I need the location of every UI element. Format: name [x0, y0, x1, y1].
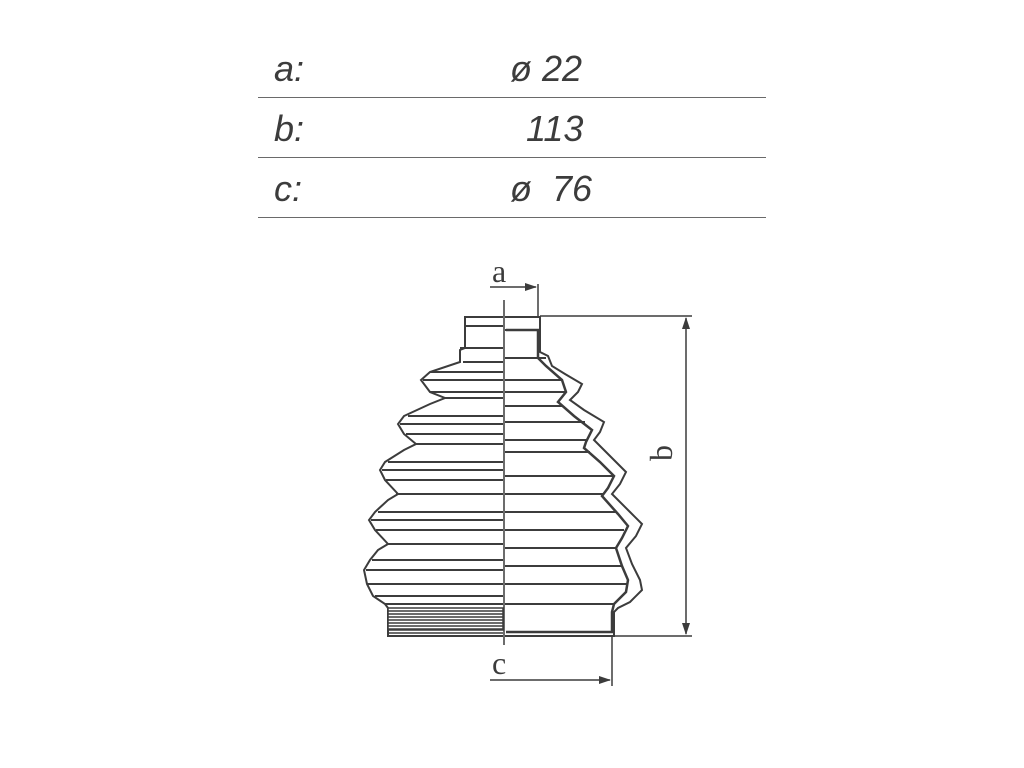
- spec-value-a: ø 22: [510, 48, 583, 89]
- dimension-a: [490, 283, 539, 318]
- dimension-a-label: a: [492, 253, 506, 289]
- dimension-c-label: c: [492, 645, 506, 681]
- dimension-c: [490, 636, 613, 686]
- boot-left-clamp-band: [387, 607, 504, 634]
- spec-value-c: ø 76: [510, 168, 593, 209]
- dimension-b: [540, 315, 692, 637]
- boot-right-half: [505, 316, 644, 637]
- spec-row-a: a: ø 22: [258, 38, 766, 98]
- spec-row-c: c: ø 76: [258, 158, 766, 218]
- boot-left-half: [362, 316, 503, 637]
- spec-label-b: b:: [274, 108, 305, 149]
- spec-label-c: c:: [274, 168, 303, 209]
- spec-row-b: b: 113: [258, 98, 766, 158]
- dimension-b-label: b: [643, 445, 679, 461]
- spec-label-a: a:: [274, 48, 305, 89]
- spec-table: a: ø 22 b: 113 c: ø 76: [258, 38, 766, 218]
- spec-value-b: 113: [526, 108, 584, 149]
